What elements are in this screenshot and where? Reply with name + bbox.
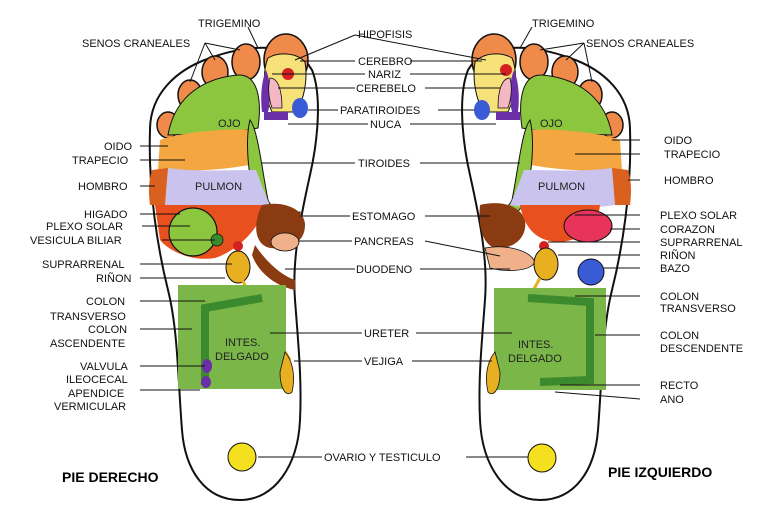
label-right-valvula2: ILEOCECAL bbox=[66, 374, 128, 386]
label-right-trigemino: TRIGEMINO bbox=[198, 18, 261, 30]
label-left-senos: SENOS CRANEALES bbox=[586, 38, 694, 50]
right-foot-title: PIE DERECHO bbox=[62, 469, 159, 485]
right-lung-zone bbox=[165, 168, 270, 209]
label-left-suprarrenal: SUPRARRENAL bbox=[660, 237, 743, 249]
left-labels: TRIGEMINO SENOS CRANEALES OIDO TRAPECIO … bbox=[532, 18, 743, 406]
right-paratiroides-zone bbox=[292, 98, 308, 118]
right-suprarrenal-zone bbox=[233, 241, 243, 251]
label-cerebro: CEREBRO bbox=[358, 56, 413, 68]
label-right-colon-a1: COLON bbox=[88, 324, 127, 336]
label-left-recto: RECTO bbox=[660, 380, 699, 392]
right-pulmon-text: PULMON bbox=[195, 181, 242, 193]
label-right-vesicula: VESICULA BILIAR bbox=[30, 235, 122, 247]
label-left-hombro: HOMBRO bbox=[664, 175, 714, 187]
label-nuca: NUCA bbox=[370, 119, 402, 131]
right-apendice-zone bbox=[201, 376, 211, 388]
label-right-colon-t2: TRANSVERSO bbox=[50, 311, 126, 323]
label-vejiga: VEJIGA bbox=[364, 356, 404, 368]
label-left-trigemino: TRIGEMINO bbox=[532, 18, 595, 30]
left-cerebelo-zone bbox=[497, 77, 512, 109]
right-pancreas-zone bbox=[270, 232, 300, 252]
leader-lines bbox=[140, 26, 641, 458]
label-right-apendice1: APENDICE bbox=[68, 388, 124, 400]
left-trapecio-zone bbox=[530, 129, 622, 171]
label-ovario: OVARIO Y TESTICULO bbox=[324, 452, 441, 464]
label-right-trapecio: TRAPECIO bbox=[72, 155, 129, 167]
label-tiroides: TIROIDES bbox=[358, 158, 410, 170]
label-left-ano: ANO bbox=[660, 394, 684, 406]
label-left-bazo: BAZO bbox=[660, 263, 690, 275]
right-foot: OJO PULMON INTES. DELGADO bbox=[148, 33, 319, 502]
label-ureter: URETER bbox=[364, 328, 409, 340]
right-ojo-text: OJO bbox=[218, 118, 241, 130]
label-right-senos: SENOS CRANEALES bbox=[82, 38, 190, 50]
left-intes-text-2: DELGADO bbox=[508, 353, 562, 365]
left-hombro-zone bbox=[612, 168, 632, 205]
label-left-trapecio: TRAPECIO bbox=[664, 149, 721, 161]
label-left-colon-t1: COLON bbox=[660, 291, 699, 303]
label-right-colon-t1: COLON bbox=[86, 296, 125, 308]
right-vejiga-zone bbox=[279, 351, 294, 395]
right-labels: TRIGEMINO SENOS CRANEALES OIDO TRAPECIO … bbox=[30, 18, 261, 413]
right-ovario-zone bbox=[227, 442, 257, 472]
right-valvula-zone bbox=[202, 359, 212, 373]
label-hipofisis: HIPOFISIS bbox=[358, 29, 412, 41]
label-pancreas: PANCREAS bbox=[354, 236, 414, 248]
label-right-valvula1: VALVULA bbox=[80, 361, 129, 373]
label-cerebelo: CEREBELO bbox=[356, 83, 416, 95]
label-left-oido: OIDO bbox=[664, 135, 693, 147]
left-colon bbox=[527, 294, 594, 386]
left-bazo-zone bbox=[577, 258, 605, 286]
left-lung-zone bbox=[510, 168, 615, 209]
right-nuca-zone bbox=[264, 112, 288, 120]
left-hipofisis-dot bbox=[500, 64, 512, 76]
label-right-rinon: RIÑON bbox=[96, 272, 132, 285]
center-labels: HIPOFISIS CEREBRO NARIZ CEREBELO PARATIR… bbox=[324, 29, 441, 464]
label-left-corazon: CORAZON bbox=[660, 224, 715, 236]
label-left-colon-t2: TRANSVERSO bbox=[660, 303, 736, 315]
label-paratiroides: PARATIROIDES bbox=[340, 105, 420, 117]
right-intes-text-1: INTES. bbox=[225, 337, 260, 349]
label-right-colon-a2: ASCENDENTE bbox=[50, 338, 125, 350]
right-intes-text-2: DELGADO bbox=[215, 351, 269, 363]
label-left-rinon: RIÑON bbox=[660, 249, 696, 262]
right-colon bbox=[201, 294, 263, 385]
label-nariz: NARIZ bbox=[368, 69, 401, 81]
left-pulmon-text: PULMON bbox=[538, 181, 585, 193]
left-ojo-text: OJO bbox=[540, 118, 563, 130]
left-foot: OJO PULMON INTES. DELGADO bbox=[461, 33, 632, 502]
left-foot-title: PIE IZQUIERDO bbox=[608, 464, 712, 480]
left-intes-text-1: INTES. bbox=[518, 339, 553, 351]
left-paratiroides-zone bbox=[474, 100, 490, 120]
left-nuca-zone bbox=[496, 112, 520, 120]
right-duodeno-zone bbox=[252, 245, 295, 290]
left-rinon-zone bbox=[533, 247, 559, 281]
label-right-higado: HIGADO bbox=[84, 209, 128, 221]
label-estomago: ESTOMAGO bbox=[352, 211, 416, 223]
label-left-colon-d2: DESCENDENTE bbox=[660, 343, 743, 355]
left-nose-zone bbox=[509, 70, 519, 112]
label-duodeno: DUODENO bbox=[356, 264, 413, 276]
label-right-plexo: PLEXO SOLAR bbox=[46, 221, 123, 233]
label-left-colon-d1: COLON bbox=[660, 330, 699, 342]
label-right-oido: OIDO bbox=[104, 141, 133, 153]
label-right-apendice2: VERMICULAR bbox=[54, 401, 126, 413]
label-left-plexo: PLEXO SOLAR bbox=[660, 210, 737, 222]
right-rinon-zone bbox=[225, 250, 251, 284]
label-right-hombro: HOMBRO bbox=[78, 181, 128, 193]
left-estomago-zone bbox=[479, 203, 526, 249]
right-hombro-zone bbox=[148, 168, 168, 205]
right-cerebelo-zone bbox=[268, 77, 283, 109]
right-nose-zone bbox=[261, 70, 271, 112]
right-vesicula-zone bbox=[168, 207, 218, 257]
label-right-suprarrenal: SUPRARRENAL bbox=[42, 259, 125, 271]
left-ovario-zone bbox=[527, 443, 557, 473]
